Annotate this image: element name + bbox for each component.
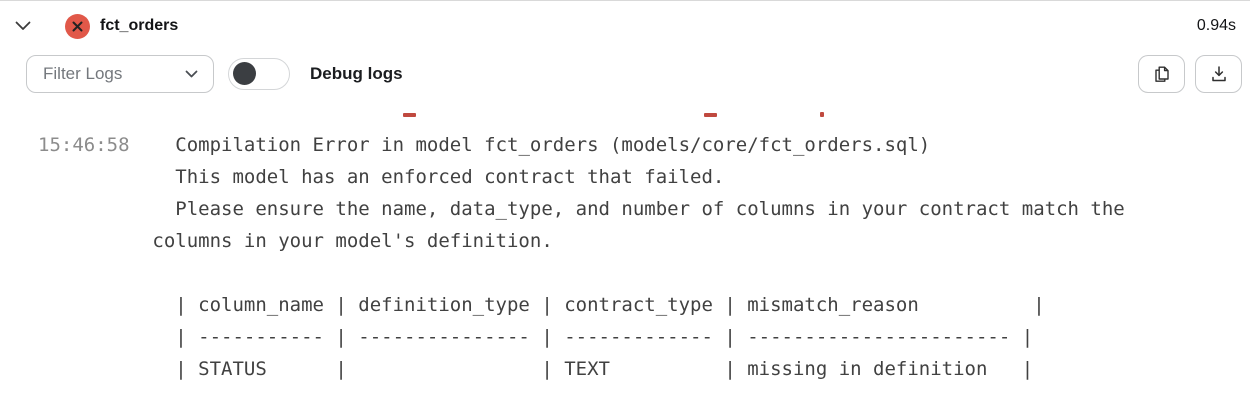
chevron-down-icon (185, 70, 198, 78)
model-result-header: fct_orders 0.94s (0, 1, 1250, 51)
debug-logs-label: Debug logs (310, 64, 403, 83)
clipped-red-log-fragment (820, 112, 824, 117)
log-actions (1138, 55, 1242, 93)
download-logs-button[interactable] (1195, 55, 1242, 93)
error-status-icon (65, 13, 90, 39)
clipped-red-log-fragment (403, 113, 416, 117)
log-error-message: Compilation Error in model fct_orders (m… (152, 134, 1125, 380)
log-toolbar: Filter Logs Debug logs (0, 51, 1250, 97)
debug-logs-toggle[interactable] (228, 58, 290, 90)
download-icon (1211, 66, 1226, 82)
model-name: fct_orders (100, 17, 179, 34)
copy-logs-button[interactable] (1138, 55, 1185, 93)
log-timestamp: 15:46:58 (38, 134, 130, 156)
clipped-red-log-fragment (704, 113, 717, 117)
collapse-chevron-icon[interactable] (8, 11, 38, 41)
run-duration: 0.94s (1196, 17, 1236, 34)
x-icon (72, 21, 83, 31)
toggle-knob (233, 62, 256, 85)
log-output: 15:46:58 Compilation Error in model fct_… (0, 97, 1250, 385)
copy-icon (1154, 66, 1169, 82)
log-scroll-area[interactable]: 15:46:58 Compilation Error in model fct_… (0, 97, 1250, 404)
filter-logs-label: Filter Logs (43, 64, 123, 83)
filter-logs-dropdown[interactable]: Filter Logs (26, 55, 214, 93)
chevron-down-icon (15, 21, 31, 30)
